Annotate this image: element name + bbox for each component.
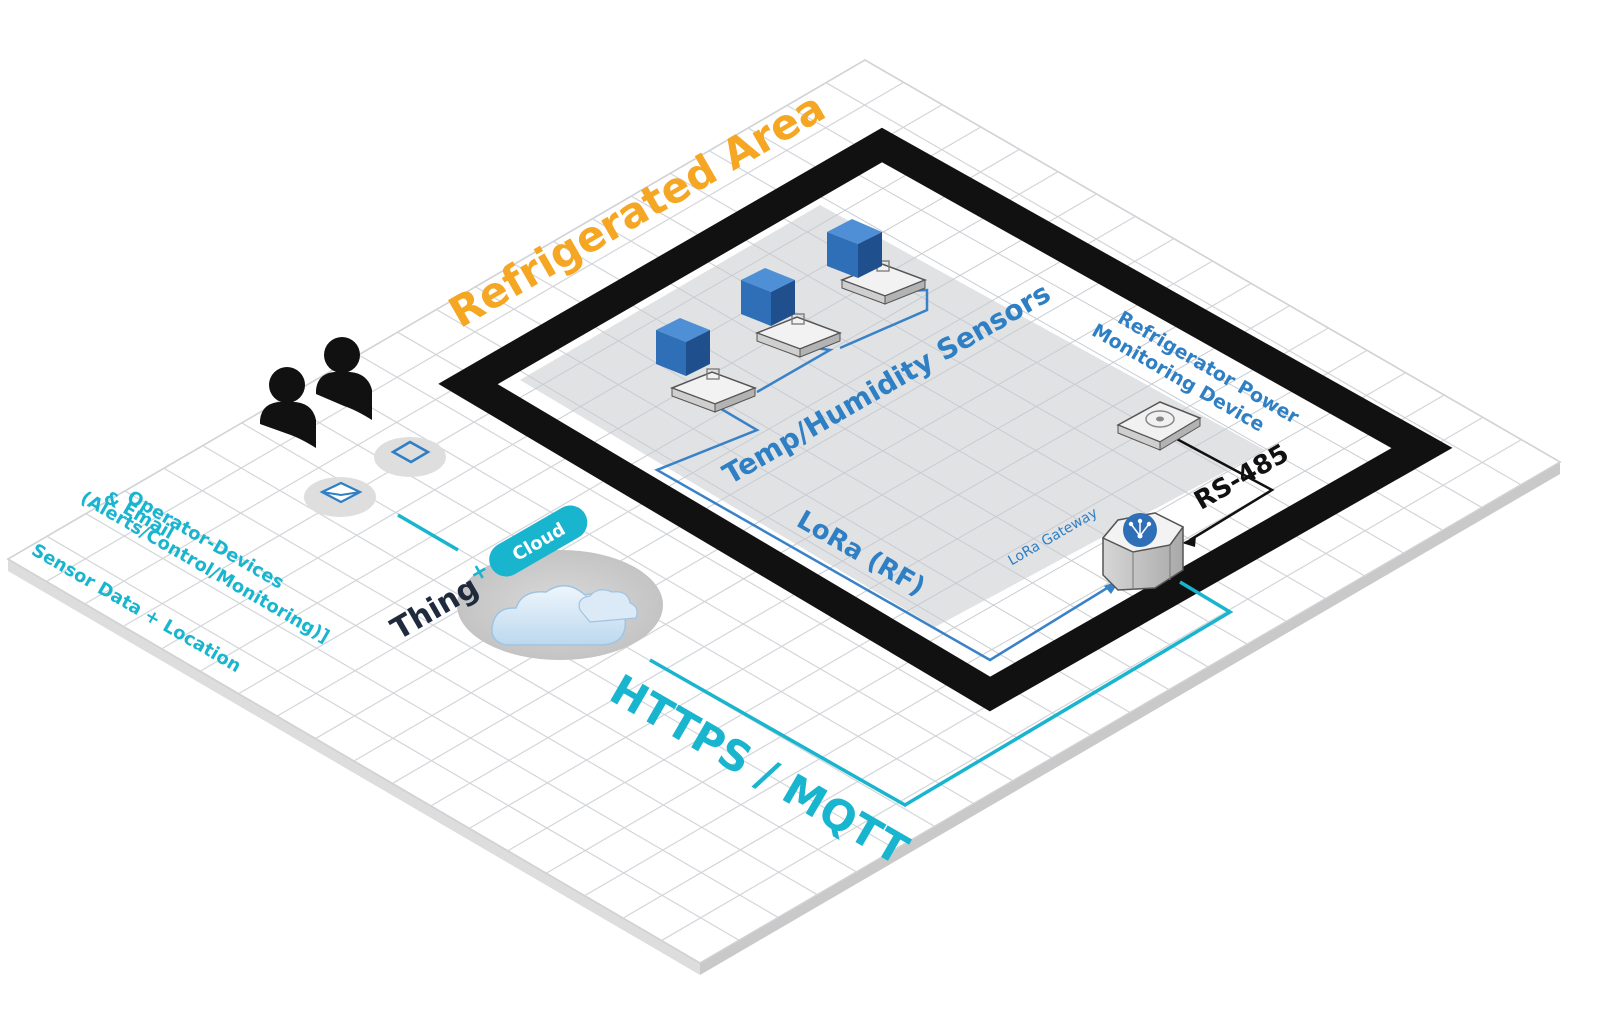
grid-line	[877, 382, 1307, 629]
tablet-icon	[390, 440, 431, 464]
sensor-node-2	[741, 268, 843, 358]
sensor-chip-icon	[706, 368, 720, 380]
grid-line	[691, 274, 1114, 518]
sensor-zone-shade	[520, 205, 1265, 627]
sensor-node-3	[827, 219, 928, 305]
refrigerated-area-frame	[438, 127, 1453, 712]
operator-link	[397, 513, 459, 552]
lora-gateway	[1101, 512, 1185, 591]
grid-line	[728, 296, 1153, 540]
grid-line	[46, 81, 904, 582]
sensor-node-1	[656, 318, 758, 413]
email-icon	[319, 481, 363, 504]
grid-line	[661, 439, 1522, 942]
grid-line	[803, 339, 1230, 584]
grid-line	[699, 461, 1561, 964]
tablet-device	[374, 437, 446, 477]
person-icon	[260, 367, 316, 448]
grid-line	[654, 252, 1076, 496]
power-monitoring-device	[1116, 401, 1202, 451]
person-icon	[316, 337, 372, 420]
https-mqtt-link	[649, 580, 1234, 808]
rs485-link	[1159, 428, 1275, 547]
grid-line	[7, 59, 866, 560]
grid-line	[505, 166, 921, 407]
operators	[260, 337, 372, 448]
grid-line	[840, 360, 1268, 606]
sensor-chip-icon	[791, 313, 805, 325]
cloud-icon	[491, 585, 638, 646]
email-device	[304, 477, 376, 517]
power-meter-icon	[1145, 410, 1175, 428]
grid-line	[766, 317, 1191, 562]
